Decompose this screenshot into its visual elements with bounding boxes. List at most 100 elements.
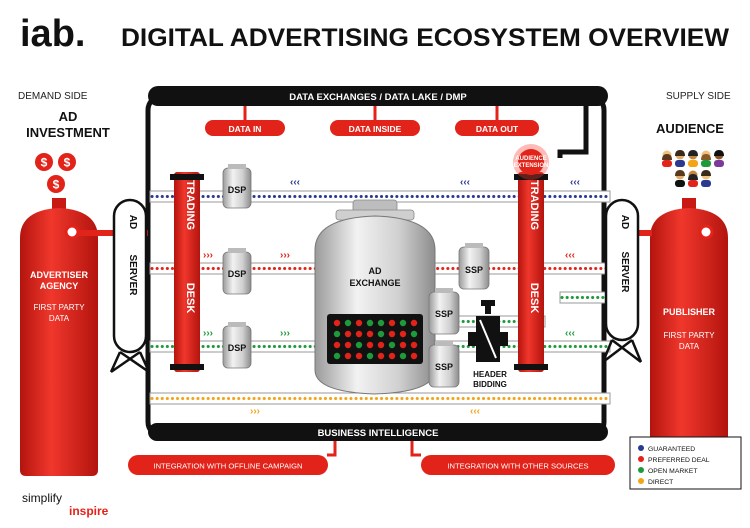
- dollar-icon: $: [64, 156, 71, 170]
- arrow-icon: ‹‹‹: [460, 177, 470, 188]
- integration-other-pill: INTEGRATION WITH OTHER SOURCES: [410, 441, 615, 475]
- arrow-icon: ›››: [250, 406, 260, 417]
- trading-desk-word1: TRADING: [184, 180, 196, 230]
- simplify-word: simplify: [22, 491, 62, 505]
- page-title: DIGITAL ADVERTISING ECOSYSTEM OVERVIEW: [121, 24, 729, 52]
- legend: GUARANTEED PREFERRED DEAL OPEN MARKET DI…: [629, 436, 742, 490]
- first-party-data-line1: FIRST PARTY: [33, 303, 85, 312]
- dollar-icon: $: [41, 156, 48, 170]
- ad-investment-line2: INVESTMENT: [26, 125, 110, 140]
- dsp-label: DSP: [228, 343, 247, 353]
- legend-swatch: [638, 445, 644, 451]
- exchange-led-grid: [333, 319, 418, 360]
- data-inside-pill: DATA INSIDE: [330, 106, 420, 136]
- advertiser-label-line2: AGENCY: [40, 281, 79, 291]
- integration-offline-pill: INTEGRATION WITH OFFLINE CAMPAIGN: [128, 441, 337, 475]
- data-in-label: DATA IN: [229, 124, 262, 134]
- header-bidding-line2: BIDDING: [473, 380, 507, 389]
- ssp-label: SSP: [435, 362, 453, 372]
- audience-extension-line2: EXTENSION: [514, 163, 549, 169]
- ssp-label: SSP: [435, 309, 453, 319]
- demand-side-label: DEMAND SIDE: [18, 91, 88, 102]
- ad-server-word2: SERVER: [619, 252, 630, 294]
- trading-desk-word1: TRADING: [528, 180, 540, 230]
- ad-server-right: AD SERVER: [601, 198, 643, 363]
- publisher-data-line2: DATA: [679, 342, 700, 351]
- ad-server-word2: SERVER: [127, 255, 138, 297]
- legend-swatch: [638, 467, 644, 473]
- data-exchanges-label: DATA EXCHANGES / DATA LAKE / DMP: [289, 92, 467, 103]
- arrow-icon: ‹‹‹: [570, 177, 580, 188]
- ad-investment-line1: AD: [59, 109, 78, 124]
- trading-desk-word2: DESK: [528, 283, 540, 314]
- audience-extension-badge: AUDIENCE EXTENSION: [513, 144, 549, 180]
- header-bidding-valve: HEADER BIDDING: [468, 300, 508, 389]
- simplify-inspire-logo: simplify inspire: [22, 491, 109, 518]
- ad-server-word1: AD: [127, 215, 138, 229]
- legend-item: PREFERRED DEAL: [638, 456, 710, 464]
- ad-server-word1: AD: [619, 215, 630, 229]
- arrow-icon: ‹‹‹: [565, 328, 575, 339]
- first-party-data-line2: DATA: [49, 314, 70, 323]
- dollar-coins: $ $ $: [35, 153, 76, 193]
- inspire-word: inspire: [69, 504, 109, 518]
- data-in-pill: DATA IN: [205, 106, 285, 136]
- data-out-label: DATA OUT: [476, 124, 519, 134]
- legend-swatch: [638, 456, 644, 462]
- exchange-display-panel: [327, 314, 423, 364]
- dsp-tank: DSP: [222, 248, 252, 295]
- legend-label: OPEN MARKET: [648, 468, 697, 475]
- dsp-tank: DSP: [222, 322, 252, 369]
- ad-exchange-line2: EXCHANGE: [349, 278, 400, 288]
- data-exchanges-bar: DATA EXCHANGES / DATA LAKE / DMP: [148, 86, 608, 158]
- business-intelligence-bar: BUSINESS INTELLIGENCE: [148, 423, 608, 441]
- arrow-icon: ›››: [203, 250, 213, 261]
- integration-offline-label: INTEGRATION WITH OFFLINE CAMPAIGN: [153, 462, 302, 471]
- dsp-label: DSP: [228, 269, 247, 279]
- arrow-icon: ›››: [280, 328, 290, 339]
- ssp-label: SSP: [465, 265, 483, 275]
- ssp-tank: SSP: [458, 243, 490, 290]
- ad-exchange-line1: AD: [369, 266, 382, 276]
- arrow-icon: ›››: [203, 328, 213, 339]
- audience-extension-line1: AUDIENCE: [515, 156, 546, 162]
- publisher-data-line1: FIRST PARTY: [663, 331, 715, 340]
- dsp-tank: DSP: [222, 164, 252, 209]
- header-bidding-line1: HEADER: [473, 370, 507, 379]
- flow-arrows: ‹‹‹ ‹‹‹ ‹‹‹ ››› ››› ‹‹‹ ‹‹‹ ››› ››› ‹‹‹ …: [203, 177, 580, 417]
- legend-item: GUARANTEED: [638, 445, 695, 453]
- data-inside-label: DATA INSIDE: [349, 124, 402, 134]
- supply-side-label: SUPPLY SIDE: [666, 91, 731, 102]
- dsp-label: DSP: [228, 185, 247, 195]
- advertiser-label-line1: ADVERTISER: [30, 270, 89, 280]
- legend-label: DIRECT: [648, 479, 673, 486]
- trading-desk-left: TRADING DESK: [170, 172, 204, 372]
- publisher-tank: PUBLISHER FIRST PARTY DATA: [610, 198, 728, 476]
- audience-label: AUDIENCE: [656, 121, 724, 136]
- arrow-icon: ‹‹‹: [470, 406, 480, 417]
- audience-people-icon: [662, 150, 724, 187]
- publisher-label: PUBLISHER: [663, 307, 716, 317]
- arrow-icon: ‹‹‹: [565, 250, 575, 261]
- iab-logo: iab.: [20, 13, 85, 55]
- legend-label: PREFERRED DEAL: [648, 457, 710, 464]
- integration-other-label: INTEGRATION WITH OTHER SOURCES: [447, 462, 588, 471]
- business-intelligence-label: BUSINESS INTELLIGENCE: [318, 428, 439, 439]
- arrow-icon: ›››: [280, 250, 290, 261]
- ssp-tank: SSP: [428, 288, 460, 335]
- trading-desk-right: TRADING DESK: [514, 172, 548, 372]
- data-out-pill: DATA OUT: [455, 106, 539, 136]
- arrow-icon: ‹‹‹: [290, 177, 300, 188]
- legend-label: GUARANTEED: [648, 446, 695, 453]
- legend-swatch: [638, 478, 644, 484]
- trading-desk-word2: DESK: [184, 283, 196, 314]
- advertiser-agency-tank: ADVERTISER AGENCY FIRST PARTY DATA: [20, 198, 148, 476]
- dollar-icon: $: [53, 178, 60, 192]
- legend-item: DIRECT: [638, 478, 673, 486]
- ad-exchange-tank: AD EXCHANGE: [314, 199, 436, 395]
- ad-server-left: AD SERVER: [109, 198, 151, 374]
- legend-item: OPEN MARKET: [638, 467, 697, 475]
- ssp-tank: SSP: [428, 341, 460, 388]
